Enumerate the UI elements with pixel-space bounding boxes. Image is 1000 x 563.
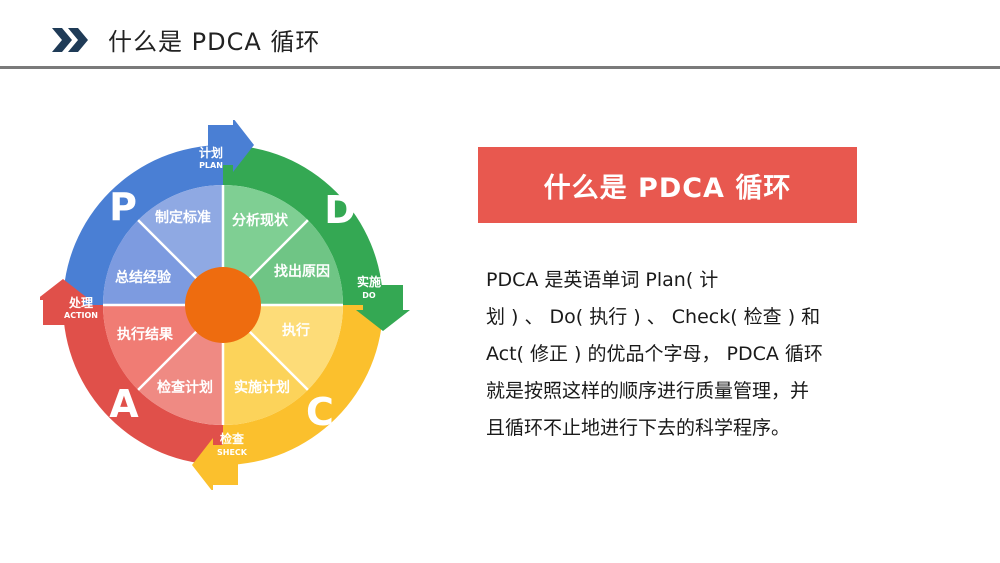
title-banner: 什么是 PDCA 循环: [478, 147, 857, 223]
header-divider: [0, 66, 1000, 69]
center-circle: [185, 267, 261, 343]
segment-label: 找出原因: [274, 263, 330, 280]
do-arrow-sub: DO: [362, 291, 376, 300]
pdca-cycle-diagram: 制定标准 分析现状 找出原因 执行 实施计划 检查计划 执行结果 总结经验 P …: [40, 120, 410, 490]
segment-label: 检查计划: [157, 379, 213, 396]
check-ring: [223, 305, 383, 465]
description-line: PDCA 是英语单词 Plan( 计: [486, 269, 719, 291]
plan-ring: [63, 145, 223, 305]
action-arrow-label: 处理: [68, 295, 93, 310]
double-chevron-icon: [52, 28, 88, 52]
description-line: 划 ) 、 Do( 执行 ) 、 Check( 检查 ) 和: [486, 306, 821, 328]
description-line: 且循环不止地进行下去的科学程序。: [486, 417, 791, 439]
segment-label: 制定标准: [155, 209, 211, 226]
segment-label: 执行结果: [117, 326, 174, 343]
page-title: 什么是 PDCA 循环: [108, 28, 321, 56]
plan-arrow-head: [208, 120, 254, 172]
segment-label: 总结经验: [115, 269, 172, 286]
letter-c: C: [306, 390, 334, 434]
plan-arrow-label: 计划: [199, 145, 223, 160]
do-arrow-label: 实施: [357, 274, 381, 289]
description-line: 就是按照这样的顺序进行质量管理，并: [486, 380, 810, 402]
action-ring: [63, 305, 223, 465]
action-arrow-sub: ACTION: [64, 311, 98, 320]
banner-title: 什么是 PDCA 循环: [543, 172, 792, 204]
do-ring: [223, 145, 383, 305]
segment-label: 分析现状: [232, 212, 289, 229]
check-arrow-label: 检查: [220, 431, 245, 446]
page-header: 什么是 PDCA 循环: [0, 0, 1000, 70]
check-arrow-head: [192, 438, 238, 490]
check-arrow-sub: SHECK: [217, 448, 248, 457]
description-line: Act( 修正 ) 的优品个字母， PDCA 循环: [486, 343, 823, 365]
action-arrow-head: [40, 279, 90, 325]
letter-p: P: [109, 185, 137, 229]
description-text: PDCA 是英语单词 Plan( 计 划 ) 、 Do( 执行 ) 、 Chec…: [486, 262, 858, 447]
do-arrow-head: [356, 285, 410, 331]
letter-d: D: [324, 188, 356, 232]
letter-a: A: [109, 382, 139, 426]
segment-label: 执行: [282, 322, 310, 339]
segment-label: 实施计划: [234, 379, 290, 396]
plan-arrow-sub: PLAN: [199, 161, 223, 170]
